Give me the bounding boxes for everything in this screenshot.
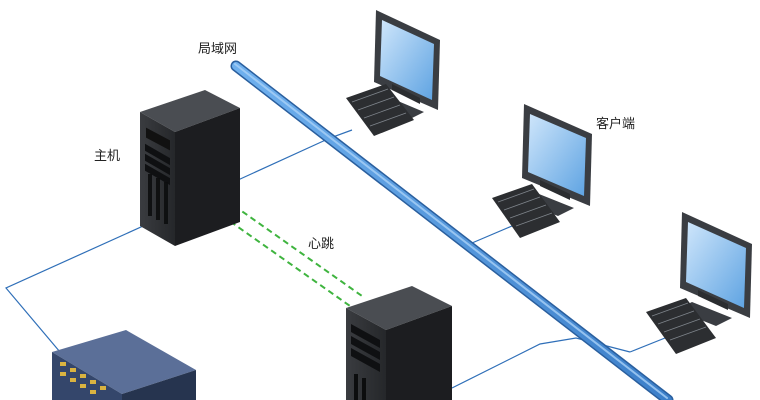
backup-server-icon	[346, 286, 452, 400]
storage-array-icon	[52, 330, 196, 400]
client-computer-1-icon	[346, 10, 440, 136]
host-server-icon	[140, 90, 240, 246]
heartbeat-line-2	[214, 210, 350, 306]
client-computer-2-icon	[492, 104, 592, 238]
heartbeat-label: 心跳	[308, 233, 334, 252]
client3-link	[630, 336, 670, 352]
lan-label: 局域网	[198, 38, 237, 57]
client-label: 客户端	[596, 113, 635, 132]
client2-link	[472, 226, 512, 243]
heartbeat-line-1	[226, 200, 362, 296]
client-computer-3-icon	[646, 212, 752, 354]
host-label: 主机	[94, 145, 120, 164]
